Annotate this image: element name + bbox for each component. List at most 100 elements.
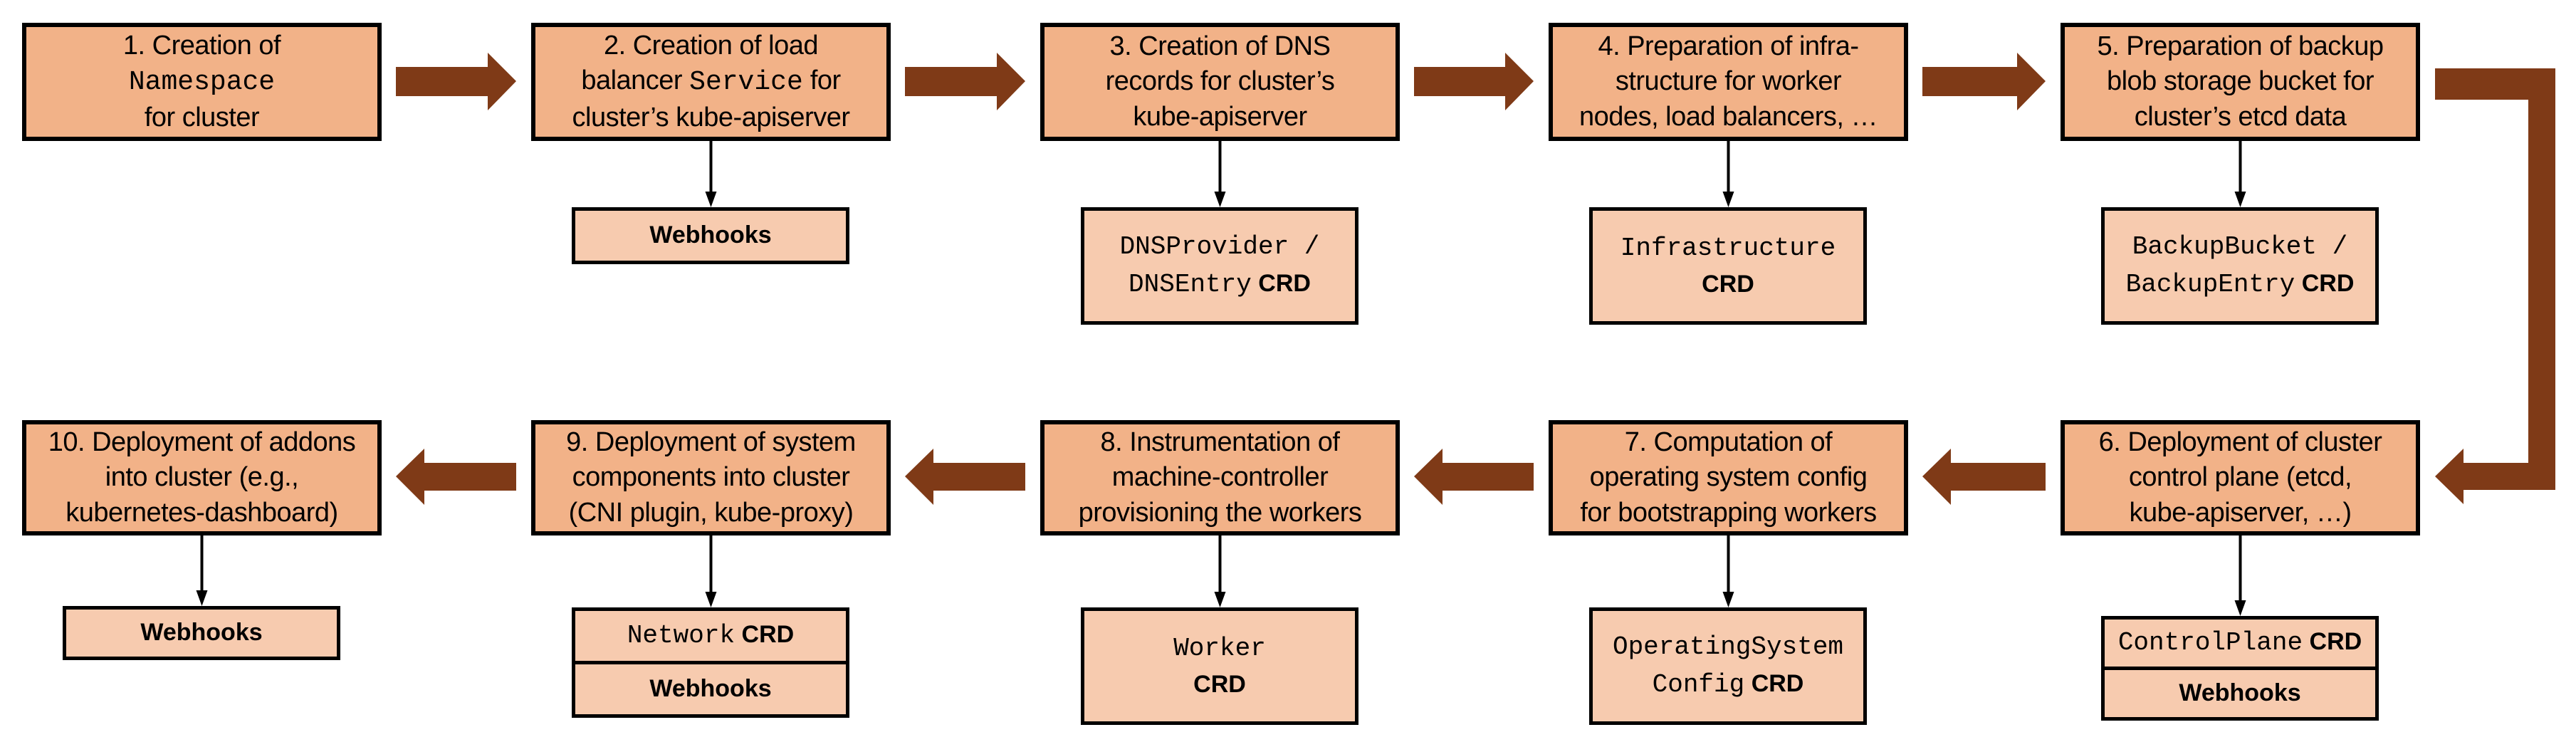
text-line: BackupBucket / (2132, 229, 2347, 266)
label-text: CRD (735, 620, 795, 648)
extension-cell: BackupBucket / BackupEntry CRD (2105, 211, 2375, 321)
text-line: Webhooks (140, 615, 262, 650)
text-line: kube-apiserver (1133, 100, 1307, 135)
flow-arrow-left (1414, 449, 1534, 505)
extension-cell: Webhooks (66, 610, 337, 657)
label-text: for cluster (144, 102, 260, 132)
text-line: 7. Computation of (1624, 425, 1833, 460)
extension-resource-box-6: ControlPlane CRD Webhooks (2101, 616, 2379, 721)
text-line: blob storage bucket for (2106, 64, 2375, 99)
extension-resource-box-2: Webhooks (572, 207, 849, 264)
arrowhead-icon (705, 592, 717, 607)
text-line: 6. Deployment of cluster (2099, 425, 2382, 460)
label-text: balancer (581, 66, 690, 96)
text-line: 2. Creation of load (603, 28, 819, 63)
text-line: Config CRD (1653, 667, 1804, 704)
text-line: components into cluster (572, 460, 850, 495)
label-text: nodes, load balancers, … (1579, 101, 1878, 132)
text-line: BackupEntry CRD (2126, 266, 2355, 303)
label-text: blob storage bucket for (2106, 66, 2375, 97)
resource-kind-label: Config (1652, 669, 1745, 699)
resource-kind-label: Service (689, 67, 803, 98)
text-line: 5. Preparation of backup (2097, 29, 2384, 64)
arrowhead-icon (1214, 592, 1226, 607)
text-line: 1. Creation of (123, 28, 281, 63)
extension-cell: Network CRD (575, 611, 846, 661)
text-line: machine-controller (1112, 460, 1329, 495)
resource-kind-label: DNSProvider / (1119, 232, 1320, 262)
label-text: 7. Computation of (1624, 427, 1833, 457)
flow-arrow-right (905, 53, 1025, 110)
label-text: cluster’s kube-apiserver (572, 102, 851, 132)
text-line: ControlPlane CRD (2118, 625, 2362, 662)
step-box-7: 7. Computation of operating system config… (1549, 420, 1908, 535)
label-text: kube-apiserver, …) (2129, 497, 2352, 528)
text-line: Webhooks (649, 672, 771, 706)
label-text: for bootstrapping workers (1580, 497, 1877, 528)
arrowhead-icon (1722, 192, 1734, 207)
text-line: cluster’s kube-apiserver (572, 100, 851, 135)
extension-cell: DNSProvider /DNSEntry CRD (1084, 211, 1355, 321)
text-line: balancer Service for (581, 63, 841, 100)
label-text: CRD (1251, 269, 1311, 297)
flow-arrow-right (1414, 53, 1534, 110)
label-text: Webhooks (649, 221, 772, 249)
extension-resource-box-9: Network CRD Webhooks (572, 607, 849, 718)
label-text: 4. Preparation of infra- (1598, 31, 1859, 61)
resource-kind-label: ControlPlane (2117, 627, 2303, 657)
label-text: Webhooks (649, 675, 772, 703)
resource-kind-label: OperatingSystem (1612, 632, 1844, 662)
extension-resource-box-3: DNSProvider /DNSEntry CRD (1081, 207, 1358, 325)
label-text: machine-controller (1111, 462, 1329, 493)
label-text: CRD (1744, 669, 1804, 697)
flow-arrow-left (396, 449, 516, 505)
label-text: Webhooks (140, 619, 263, 647)
flow-arrow-wrap (2435, 68, 2555, 504)
text-line: Webhooks (649, 218, 771, 253)
label-text: (CNI plugin, kube-proxy) (568, 497, 854, 528)
text-line: provisioning the workers (1079, 496, 1362, 531)
arrowhead-icon (196, 590, 208, 606)
arrowhead-icon (1214, 192, 1226, 207)
text-line: 10. Deployment of addons (48, 425, 356, 460)
label-text: 2. Creation of load (603, 30, 819, 61)
resource-kind-label: Worker (1173, 633, 1266, 663)
text-line: Webhooks (2179, 676, 2300, 711)
step-box-4: 4. Preparation of infra-structure for wo… (1549, 23, 1908, 141)
flow-arrow-left (905, 449, 1025, 505)
text-line: records for cluster’s (1106, 64, 1335, 99)
arrowhead-icon (2234, 192, 2246, 207)
label-text: records for cluster’s (1105, 66, 1335, 97)
label-text: for (802, 66, 841, 96)
text-line: for cluster (144, 100, 260, 135)
label-text: 9. Deployment of system (566, 427, 856, 457)
label-text: 1. Creation of (122, 30, 281, 61)
label-text: cluster’s etcd data (2134, 101, 2347, 132)
text-line: Namespace (129, 63, 275, 100)
text-line: cluster’s etcd data (2135, 100, 2347, 135)
text-line: OperatingSystem (1613, 629, 1843, 666)
resource-kind-label: BackupEntry (2125, 269, 2295, 299)
extension-resource-box-5: BackupBucket / BackupEntry CRD (2101, 207, 2379, 325)
text-line: CRD (1193, 667, 1246, 702)
step-box-9: 9. Deployment of system components into c… (531, 420, 891, 535)
label-text: components into cluster (572, 462, 850, 493)
resource-kind-label: BackupBucket / (2132, 232, 2348, 262)
text-line: CRD (1702, 267, 1754, 302)
text-line: structure for worker (1616, 64, 1842, 99)
text-line: control plane (etcd, (2129, 460, 2352, 495)
resource-kind-label: Namespace (128, 67, 276, 98)
label-text: operating system config (1589, 462, 1868, 493)
label-text: 8. Instrumentation of (1100, 427, 1340, 457)
label-text: kubernetes-dashboard) (66, 497, 338, 528)
